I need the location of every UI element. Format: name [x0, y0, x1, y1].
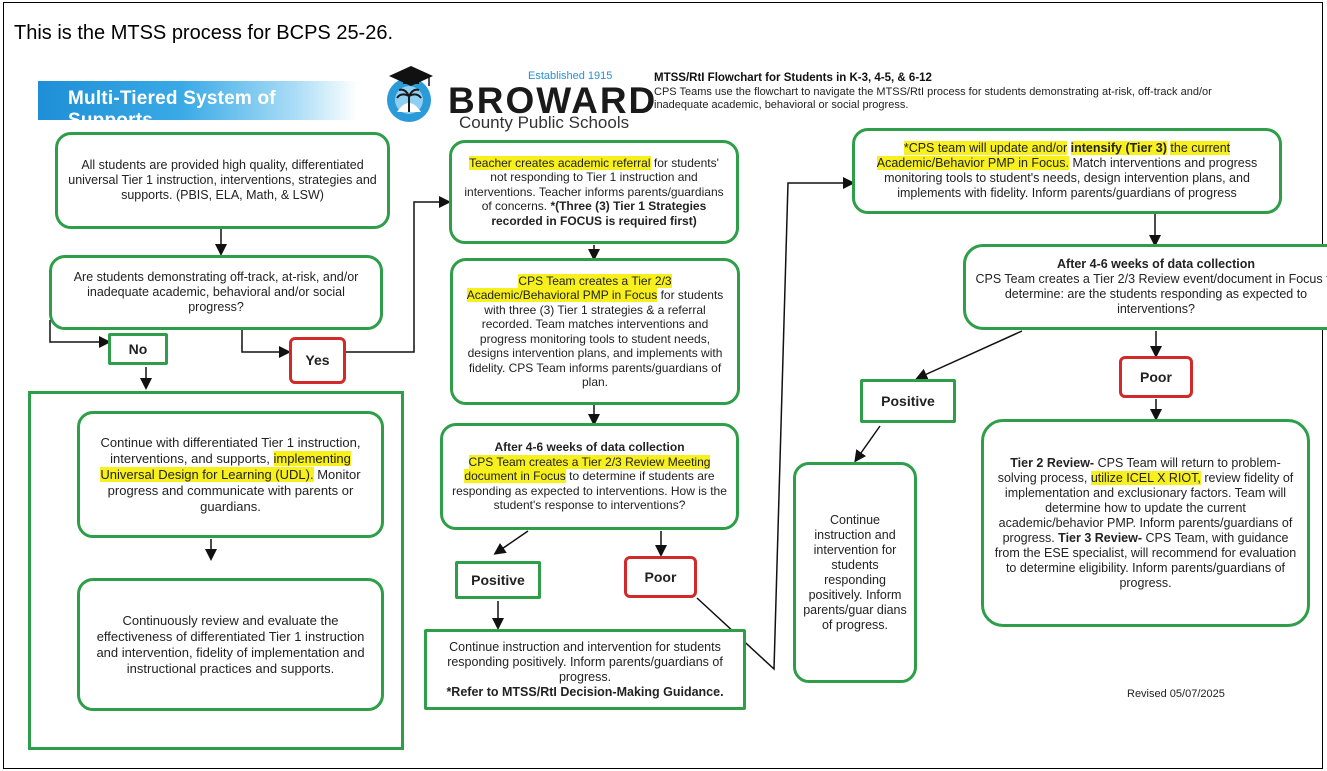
banner-title: Multi-Tiered System of Supports — [68, 88, 276, 131]
mid-box-tier23-pmp: CPS Team creates a Tier 2/3 Academic/Beh… — [450, 258, 740, 405]
yes-decision: Yes — [289, 337, 346, 384]
mtss-banner: Multi-Tiered System of Supports — [38, 81, 358, 131]
right-box-intensify: *CPS team will update and/or intensify (… — [852, 128, 1282, 214]
flowchart-description: CPS Teams use the flowchart to navigate … — [654, 86, 1212, 111]
no-decision: No — [108, 333, 168, 365]
right-poor-label: Poor — [1119, 356, 1193, 398]
right-box-data-collection: After 4-6 weeks of data collection CPS T… — [963, 244, 1327, 330]
no-path-frame — [28, 391, 404, 750]
logo-subtitle: County Public Schools — [459, 113, 630, 132]
mid-positive-label: Positive — [455, 561, 541, 599]
logo-name: BROWARD — [448, 80, 658, 121]
left-box-continue-tier1: Continue with differentiated Tier 1 inst… — [77, 411, 384, 538]
left-box-universal-tier1: All students are provided high quality, … — [55, 132, 390, 229]
mid-poor-label: Poor — [624, 556, 697, 598]
right-positive-label: Positive — [860, 379, 956, 423]
logo-established: Established 1915 — [528, 70, 613, 82]
intro-text: This is the MTSS process for BCPS 25-26. — [14, 22, 394, 44]
left-box-review: Continuously review and evaluate the eff… — [77, 578, 384, 711]
broward-logo-icon — [387, 66, 433, 122]
mid-box-review-meeting: After 4-6 weeks of data collection CPS T… — [440, 423, 739, 530]
right-box-continue-positive: Continue instruction and intervention fo… — [793, 462, 917, 683]
left-box-question: Are students demonstrating off-track, at… — [49, 255, 383, 330]
page-frame — [3, 2, 1323, 769]
revised-date: Revised 05/07/2025 — [1127, 688, 1225, 700]
mid-box-teacher-referral: Teacher creates academic referral for st… — [449, 140, 739, 244]
mid-box-continue-positive: Continue instruction and intervention fo… — [424, 629, 746, 710]
right-box-tier-review: Tier 2 Review- CPS Team will return to p… — [981, 419, 1310, 627]
flowchart-title: MTSS/RtI Flowchart for Students in K-3, … — [654, 72, 932, 84]
